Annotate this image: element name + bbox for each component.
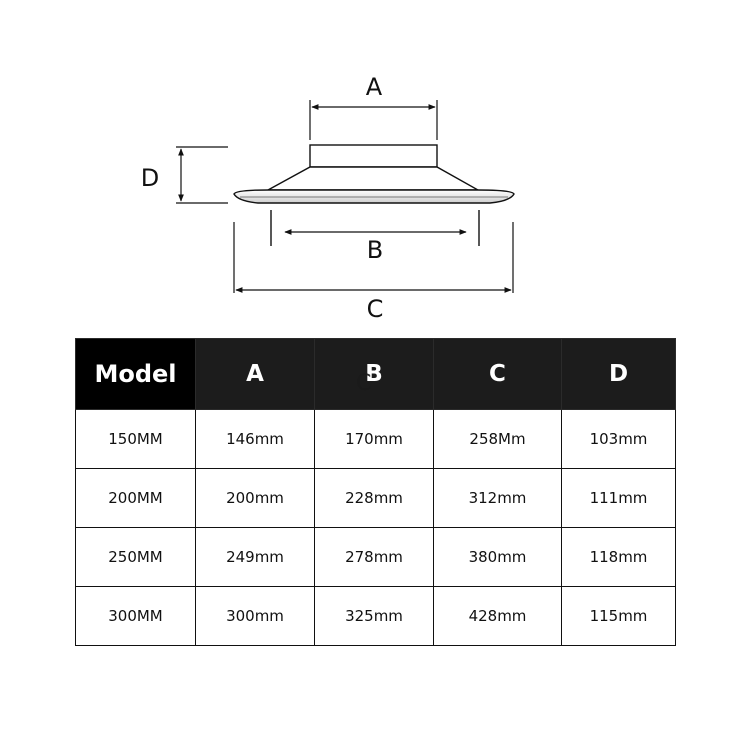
size-spec-table: Model A B C D 150MM 146mm 170mm 258Mm 10… [75, 338, 676, 646]
table-header-row: Model A B C D [75, 338, 676, 410]
cell-a: 300mm [195, 586, 315, 646]
cell-c: 428mm [433, 586, 562, 646]
dimension-b-label: B [367, 236, 383, 264]
dimension-a-label: A [366, 73, 383, 101]
cell-model: 150MM [75, 409, 196, 469]
header-b: B [314, 338, 434, 410]
header-c: C [433, 338, 562, 410]
cell-d: 115mm [561, 586, 676, 646]
table-row: 200MM 200mm 228mm 312mm 111mm [75, 468, 676, 528]
table-row: 150MM 146mm 170mm 258Mm 103mm [75, 409, 676, 469]
cell-b: 228mm [314, 468, 434, 528]
cell-c: 312mm [433, 468, 562, 528]
cell-a: 200mm [195, 468, 315, 528]
cell-model: 250MM [75, 527, 196, 587]
dimension-c: C [233, 222, 514, 323]
cell-a: 249mm [195, 527, 315, 587]
header-d: D [561, 338, 676, 410]
cell-d: 103mm [561, 409, 676, 469]
vent-diffuser-diagram: A D B C [141, 73, 515, 323]
cell-b: 325mm [314, 586, 434, 646]
header-a: A [195, 338, 315, 410]
dimension-c-label: C [367, 295, 384, 323]
dimension-b: B [270, 210, 480, 264]
table-row: 300MM 300mm 325mm 428mm 115mm [75, 586, 676, 646]
cell-d: 111mm [561, 468, 676, 528]
cell-d: 118mm [561, 527, 676, 587]
dimension-a: A [309, 73, 438, 140]
dimension-d: D [141, 146, 228, 204]
cell-b: 278mm [314, 527, 434, 587]
diffuser-shape [233, 144, 515, 204]
cell-model: 200MM [75, 468, 196, 528]
cell-c: 380mm [433, 527, 562, 587]
header-model: Model [75, 338, 196, 410]
cell-c: 258Mm [433, 409, 562, 469]
table-row: 250MM 249mm 278mm 380mm 118mm [75, 527, 676, 587]
cell-model: 300MM [75, 586, 196, 646]
cell-a: 146mm [195, 409, 315, 469]
dimension-d-label: D [141, 164, 159, 192]
cell-b: 170mm [314, 409, 434, 469]
